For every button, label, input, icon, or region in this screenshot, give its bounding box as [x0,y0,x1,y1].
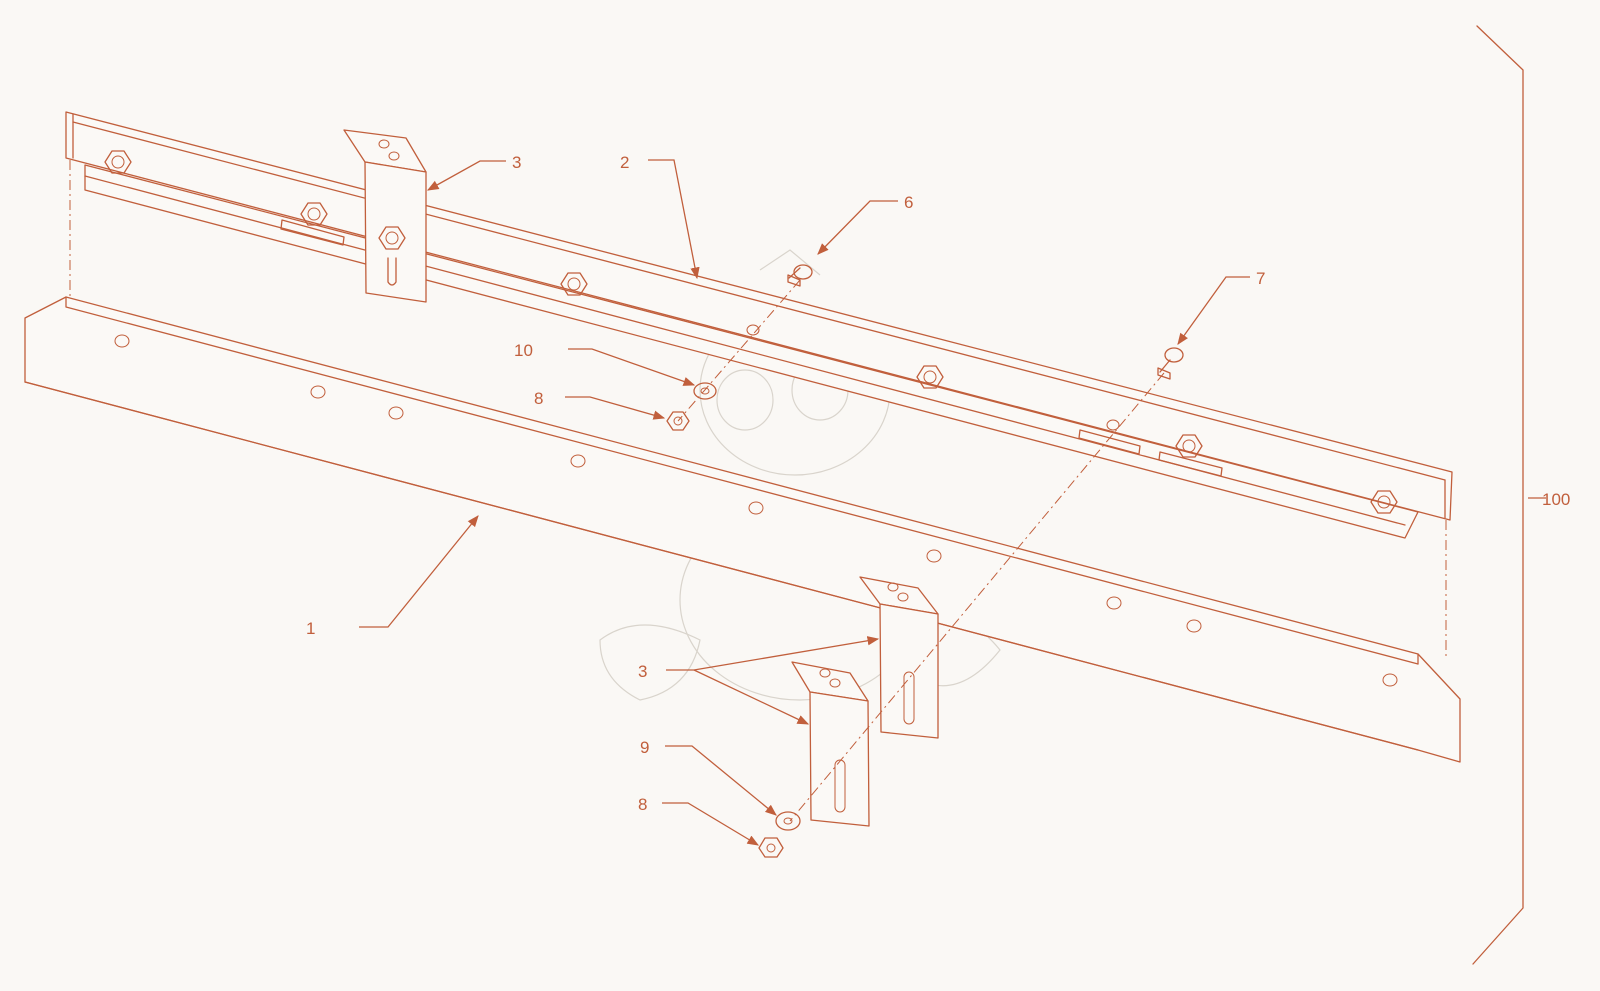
part-1-lower-angle-bar [24,296,1461,763]
assembly-center-lines [677,279,1165,822]
callout-7: 7 [1256,269,1265,288]
callout-labels: 1 2 3 6 7 10 8 3 9 8 100 [306,153,1570,814]
assembly-bracket-100 [1472,25,1524,965]
part-3-loose-brackets [791,576,939,827]
callout-100: 100 [1542,490,1570,509]
rail-fastener-nuts [104,150,1398,514]
callout-10: 10 [514,341,533,360]
callout-9: 9 [640,738,649,757]
part-7-bolt [1157,347,1184,380]
part-8-nut-lower [758,837,784,858]
callout-3-bottom: 3 [638,662,647,681]
callout-6: 6 [904,193,913,212]
part-8-nut-upper [666,411,690,431]
part-3-mounted-bracket [343,129,427,303]
part-9-washer [775,811,801,831]
callout-leaders [359,159,1546,846]
callout-3-top: 3 [512,153,521,172]
lower-bar-holes [114,334,1398,687]
part-10-washer [693,382,717,400]
callout-8-bottom: 8 [638,795,647,814]
callout-2: 2 [620,153,629,172]
callout-8-top: 8 [534,389,543,408]
callout-1: 1 [306,619,315,638]
part-6-bolt [787,264,813,287]
